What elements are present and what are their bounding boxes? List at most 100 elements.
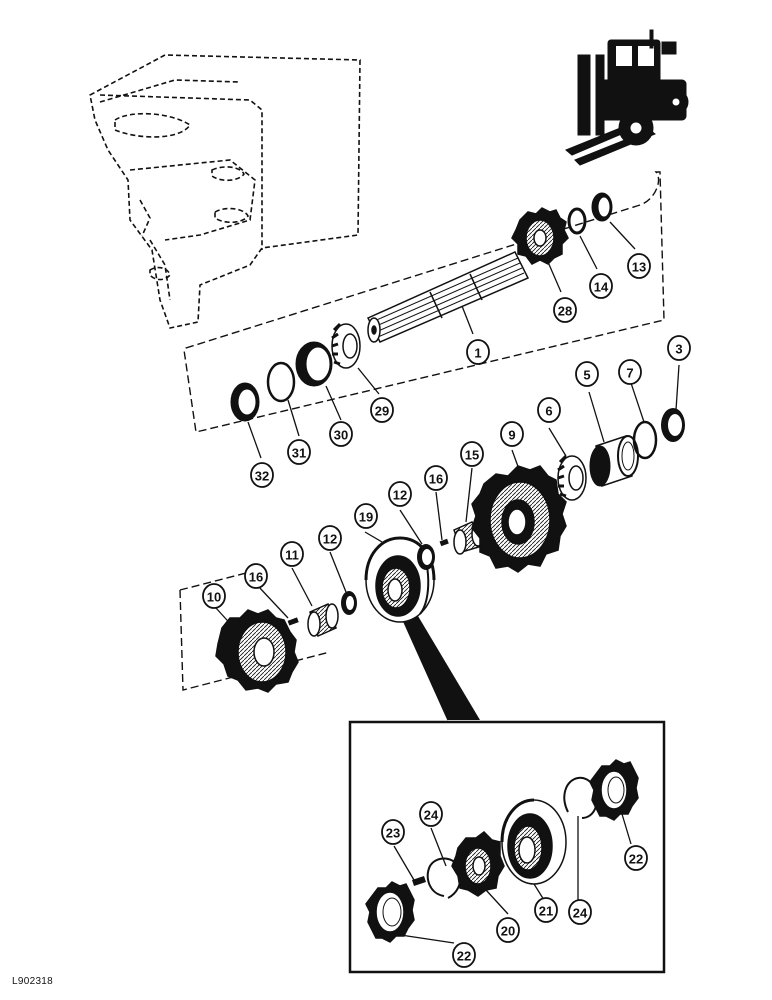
upper-group-boundary xyxy=(183,171,665,433)
callout-circle xyxy=(466,339,490,365)
callout-circle xyxy=(496,917,520,943)
callout-c32: 32 xyxy=(250,462,274,488)
callout-c10: 10 xyxy=(202,583,226,609)
snap-ring-14 xyxy=(567,207,587,235)
detail-pointer xyxy=(404,616,480,720)
synchro-ring-22-left xyxy=(365,881,415,943)
callout-circle xyxy=(354,503,378,529)
callout-circle xyxy=(381,819,405,845)
callout-circle xyxy=(553,297,577,323)
callout-c7: 7 xyxy=(618,359,642,385)
callout-circle xyxy=(370,397,394,423)
callout-c16a: 16 xyxy=(244,563,268,589)
callout-c6: 6 xyxy=(537,397,561,423)
callout-label: 19 xyxy=(359,510,373,525)
callout-label: 31 xyxy=(292,446,306,461)
callout-circle xyxy=(388,481,412,507)
callout-label: 28 xyxy=(558,304,572,319)
callout-label: 30 xyxy=(334,428,348,443)
callout-label: 15 xyxy=(465,448,479,463)
callout-c22b: 22 xyxy=(624,845,648,871)
callout-c5: 5 xyxy=(575,361,599,387)
callout-circle xyxy=(589,273,613,299)
callout-circle xyxy=(424,465,448,491)
callout-circle xyxy=(537,397,561,423)
callout-c31: 31 xyxy=(287,439,311,465)
callout-c1: 1 xyxy=(466,339,490,365)
callout-label: 7 xyxy=(626,366,633,381)
pin-16-upper xyxy=(439,538,449,547)
callout-circle xyxy=(318,525,342,551)
callout-circle xyxy=(419,801,443,827)
callout-circle xyxy=(250,462,274,488)
key-23 xyxy=(412,876,426,886)
bearing-cup-30 xyxy=(295,341,333,387)
callout-label: 11 xyxy=(285,548,299,563)
pin-16-lower xyxy=(287,617,299,626)
callout-c20: 20 xyxy=(496,917,520,943)
callout-label: 16 xyxy=(249,570,263,585)
seal-3 xyxy=(661,408,685,442)
callout-label: 16 xyxy=(429,472,443,487)
synchro-ring-22-right xyxy=(589,759,639,821)
callout-label: 9 xyxy=(508,428,515,443)
callout-c23: 23 xyxy=(381,819,405,845)
sleeve-21 xyxy=(500,798,567,885)
callout-circle xyxy=(244,563,268,589)
callout-circle xyxy=(627,253,651,279)
transmission-housing xyxy=(89,54,361,329)
hub-20 xyxy=(451,831,505,897)
callout-label: 22 xyxy=(457,949,471,964)
callout-circle xyxy=(500,421,524,447)
callout-circle xyxy=(618,359,642,385)
callout-circle xyxy=(287,439,311,465)
gear-9 xyxy=(471,465,567,573)
synchronizer-19 xyxy=(364,536,436,623)
callout-c11: 11 xyxy=(280,541,304,567)
snap-ring-31 xyxy=(266,361,296,403)
callout-circle xyxy=(575,361,599,387)
callout-c28: 28 xyxy=(553,297,577,323)
callout-label: 12 xyxy=(323,532,337,547)
callout-c14: 14 xyxy=(589,273,613,299)
seal-32 xyxy=(230,382,260,422)
forklift-icon xyxy=(565,29,689,166)
bearing-cone-29 xyxy=(331,322,361,369)
callout-circle xyxy=(452,942,476,968)
bearing-cup-13 xyxy=(591,192,613,222)
callout-c29: 29 xyxy=(370,397,394,423)
callout-c12b: 12 xyxy=(388,481,412,507)
callout-label: 29 xyxy=(375,404,389,419)
callout-label: 10 xyxy=(207,590,221,605)
callout-c15: 15 xyxy=(460,441,484,467)
thrust-washer-12-right xyxy=(417,544,435,570)
callout-circle xyxy=(534,897,558,923)
callout-label: 24 xyxy=(573,906,588,921)
figure-code: L902318 xyxy=(12,976,54,987)
gear-28 xyxy=(511,207,569,265)
callout-label: 23 xyxy=(386,826,400,841)
callout-c13: 13 xyxy=(627,253,651,279)
bearing-cone-6 xyxy=(557,454,587,501)
lower-group-boundary xyxy=(179,571,331,691)
callout-label: 20 xyxy=(501,924,515,939)
callout-circle xyxy=(460,441,484,467)
callout-circle xyxy=(568,899,592,925)
callout-circle xyxy=(329,421,353,447)
mainshaft xyxy=(366,251,530,343)
callout-c16b: 16 xyxy=(424,465,448,491)
gear-10 xyxy=(215,609,299,693)
callout-c24a: 24 xyxy=(419,801,443,827)
callout-label: 1 xyxy=(474,346,481,361)
callout-circle xyxy=(280,541,304,567)
needle-bearing-11 xyxy=(307,602,339,638)
callout-c9: 9 xyxy=(500,421,524,447)
callout-c12a: 12 xyxy=(318,525,342,551)
callout-circle xyxy=(202,583,226,609)
callout-label: 14 xyxy=(594,280,609,295)
callout-label: 21 xyxy=(539,904,553,919)
callout-label: 6 xyxy=(545,404,552,419)
callout-label: 5 xyxy=(583,368,590,383)
